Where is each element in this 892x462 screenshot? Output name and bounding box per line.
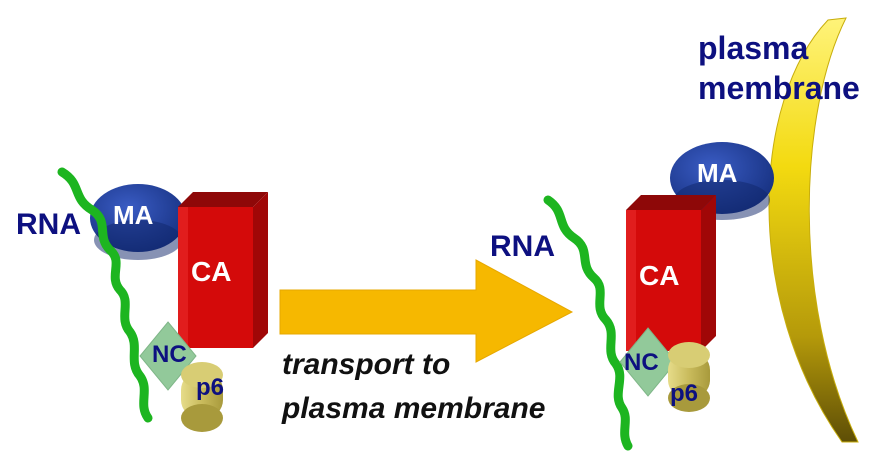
right-nc-label: NC xyxy=(624,349,659,376)
right-ma-label: MA xyxy=(697,158,738,188)
right-nc-domain xyxy=(619,327,677,397)
plasma-membrane xyxy=(768,17,859,443)
left-p6-domain xyxy=(181,362,223,432)
left-nc-label: NC xyxy=(152,341,187,368)
right-ca-domain xyxy=(626,195,716,351)
right-rna-label: RNA xyxy=(490,230,555,263)
membrane-label-line1: plasma xyxy=(698,30,809,66)
left-gag-complex xyxy=(57,167,268,432)
transport-arrow[interactable] xyxy=(279,259,574,363)
left-ca-label: CA xyxy=(191,256,232,287)
right-rna-strand xyxy=(543,195,633,451)
left-ma-domain xyxy=(90,184,186,260)
transport-caption-line2: plasma membrane xyxy=(282,392,546,425)
left-rna-label: RNA xyxy=(16,208,81,241)
left-p6-label: p6 xyxy=(196,374,225,401)
left-ma-label: MA xyxy=(113,200,154,230)
right-gag-complex xyxy=(543,142,774,451)
left-rna-strand xyxy=(57,167,153,423)
right-p6-label: p6 xyxy=(670,380,699,407)
right-p6-domain xyxy=(668,342,710,412)
right-ca-label: CA xyxy=(639,260,680,291)
transport-caption-line1: transport to xyxy=(282,348,451,381)
left-ca-domain xyxy=(178,192,268,348)
membrane-label-line2: membrane xyxy=(698,70,860,106)
